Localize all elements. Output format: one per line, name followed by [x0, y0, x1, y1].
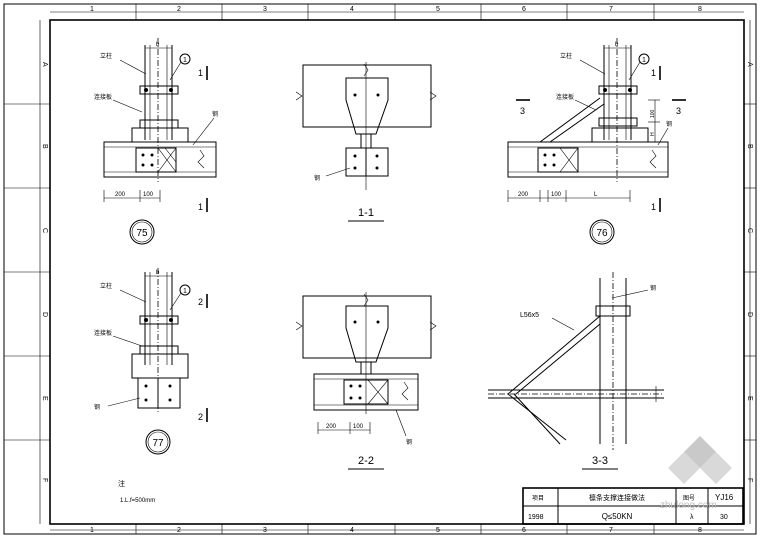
grid-row-d: D	[41, 312, 48, 317]
d77-section-bottom: 2	[198, 412, 203, 422]
grid-row-e: E	[41, 396, 48, 401]
tb-load: Q≤50KN	[602, 512, 633, 521]
d76-label-brace: 连接板	[556, 93, 574, 101]
detail-76: b 立柱 连接板 钢 1 1 1 3	[507, 38, 686, 245]
d75-section-top: 1	[198, 68, 203, 78]
d76-dim-l: L	[594, 192, 598, 198]
detail-75: b 立柱 连接板 钢 1 1 1	[94, 38, 218, 245]
watermark: zhulong.com	[660, 436, 732, 511]
grid-col-4: 4	[350, 6, 354, 13]
d76-dim-side1: 100	[650, 109, 656, 118]
grid-row-e-right: E	[746, 396, 753, 401]
grid-row-f-right: F	[746, 478, 753, 482]
d76-section3-right: 3	[676, 106, 681, 116]
grid-row-c: C	[41, 228, 48, 233]
grid-col-7-bottom: 7	[609, 527, 613, 534]
grid-col-1: 1	[90, 6, 94, 13]
d76-label-column: 立柱	[560, 52, 572, 60]
tb-label-project: 项目	[532, 495, 544, 502]
grid-row-f: F	[41, 478, 48, 482]
note-heading: 注	[118, 479, 125, 488]
d76-section-bottom: 1	[651, 202, 656, 212]
grid-col-1-bottom: 1	[90, 527, 94, 534]
grid-row-d-right: D	[746, 312, 753, 317]
grid-column-labels-top: 1 2 3 4 5 6 7 8	[90, 6, 702, 13]
section-1-1: 钢 1-1	[295, 62, 437, 222]
grid-row-labels-right: A B C D E F	[746, 62, 753, 482]
s33-label-angle: L56x5	[520, 312, 539, 319]
tb-title: 檩条支撑连接做法	[589, 493, 645, 502]
grid-col-5-bottom: 5	[436, 527, 440, 534]
s11-label-beam: 钢	[314, 174, 320, 182]
s22-dim-right: 100	[353, 424, 364, 430]
detail-77: b 立柱 连接板 钢 1 2 2 77	[94, 268, 208, 455]
tb-sheet-no: YJ16	[715, 493, 734, 502]
d76-dim-left: 200	[518, 192, 529, 198]
d75-dim-b: b	[156, 42, 160, 48]
grid-row-b-right: B	[746, 144, 753, 149]
d76-dim-mid: 100	[551, 192, 562, 198]
sheet-frame	[3, 3, 757, 535]
d75-callout: 75	[136, 228, 148, 239]
grid-col-2-bottom: 2	[177, 527, 181, 534]
grid-col-4-bottom: 4	[350, 527, 354, 534]
d76-dim-b: b	[615, 42, 619, 48]
tb-project-year: 1998	[528, 514, 544, 521]
section-2-2: 200 100 钢 2-2	[295, 292, 437, 470]
grid-row-c-right: C	[746, 228, 753, 233]
grid-row-a-right: A	[746, 62, 753, 67]
d77-section-top: 2	[198, 297, 203, 307]
d76-item-no: 1	[642, 57, 646, 64]
d75-dim-right: 100	[143, 192, 154, 198]
s22-label-beam: 钢	[406, 438, 412, 446]
d77-item-no: 1	[183, 288, 187, 295]
grid-row-b: B	[41, 144, 48, 149]
general-note: 注 1.L.f=500mm	[118, 479, 155, 504]
d76-section-top: 1	[651, 68, 656, 78]
d76-section3-left: 3	[520, 106, 525, 116]
grid-col-3-bottom: 3	[263, 527, 267, 534]
note-line-1: 1.L.f=500mm	[120, 498, 155, 504]
grid-col-7: 7	[609, 6, 613, 13]
d75-section-bottom: 1	[198, 202, 203, 212]
tb-label-sheet: 图号	[683, 495, 695, 502]
d75-label-column: 立柱	[100, 52, 112, 60]
grid-row-a: A	[41, 62, 48, 67]
d77-callout: 77	[152, 438, 164, 449]
d77-label-beam: 钢	[94, 403, 100, 411]
s33-title: 3-3	[592, 455, 608, 467]
d77-label-plate: 连接板	[94, 329, 112, 337]
grid-col-6-bottom: 6	[522, 527, 526, 534]
grid-col-8-bottom: 8	[698, 527, 702, 534]
grid-row-labels-left: A B C D E F	[41, 62, 48, 482]
tb-label-page: λ	[690, 514, 694, 521]
d77-dim-b: b	[156, 270, 160, 276]
grid-col-5: 5	[436, 6, 440, 13]
watermark-text: zhulong.com	[660, 500, 717, 511]
s11-title: 1-1	[358, 207, 374, 219]
section-3-3: 钢 L56x5 3-3	[488, 272, 664, 470]
d75-label-beam: 钢	[212, 110, 218, 118]
grid-col-3: 3	[263, 6, 267, 13]
s22-dim-left: 200	[326, 424, 337, 430]
d76-dim-side2: H	[650, 132, 656, 136]
grid-col-6: 6	[522, 6, 526, 13]
grid-col-2: 2	[177, 6, 181, 13]
d75-label-plate: 连接板	[94, 93, 112, 101]
s33-label-column: 钢	[650, 284, 656, 292]
grid-column-labels-bottom: 1 2 3 4 5 6 7 8	[90, 527, 702, 534]
d76-label-beam: 钢	[666, 120, 672, 128]
title-block: 项目 1998 檩条支撑连接做法 Q≤50KN 图号 λ YJ16 30	[522, 487, 744, 525]
tb-page-no: 30	[720, 514, 728, 521]
s22-title: 2-2	[358, 455, 374, 467]
d77-label-column: 立柱	[100, 282, 112, 290]
d75-dim-left: 200	[115, 192, 126, 198]
d75-item-no: 1	[183, 57, 187, 64]
d76-callout: 76	[596, 228, 608, 239]
grid-col-8: 8	[698, 6, 702, 13]
